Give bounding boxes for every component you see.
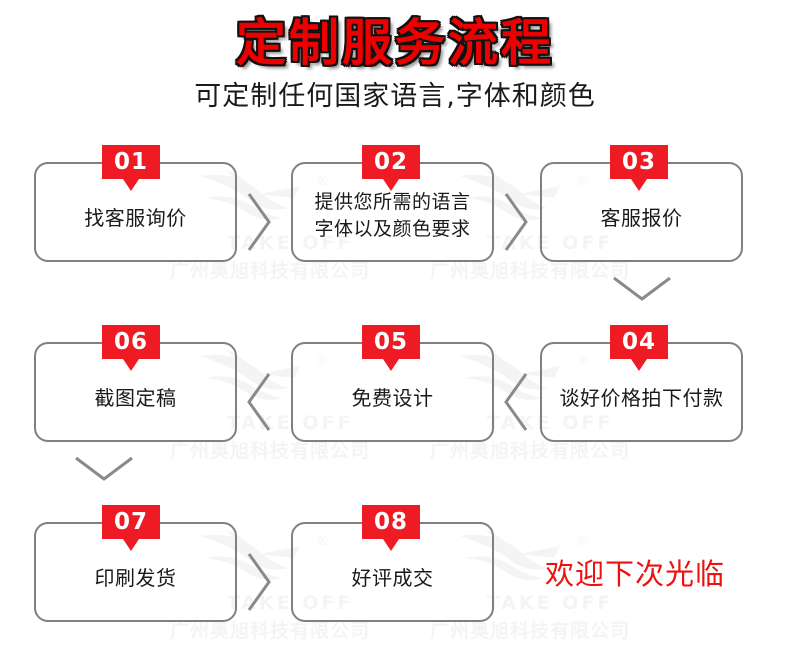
welcome-note: 欢迎下次光临 — [544, 557, 725, 591]
flow-step-05-label: 免费设计 — [351, 385, 434, 410]
flow-step-02-line-1: 提供您所需的语言 — [314, 191, 471, 213]
flow-step-01-number: 01 — [113, 149, 148, 175]
arrow-01-to-02-icon — [247, 193, 271, 251]
flow-step-01-label: 找客服询价 — [84, 205, 187, 230]
arrow-03-to-04-icon — [613, 276, 671, 301]
flow-step-06-label: 截图定稿 — [94, 385, 177, 410]
badge-tail-icon — [631, 359, 647, 371]
arrow-07-to-08-icon — [247, 553, 271, 611]
flow-step-03-number: 03 — [621, 149, 656, 175]
flow-step-07-label: 印刷发货 — [94, 565, 177, 590]
flow-step-05-number: 05 — [373, 329, 408, 355]
badge-tail-icon — [631, 179, 647, 191]
flow-step-02-label: 提供您所需的语言 字体以及颜色要求 — [293, 164, 492, 260]
flow-step-07[interactable]: 印刷发货 — [34, 522, 237, 622]
flow-step-05-badge: 05 — [362, 325, 420, 371]
flow-step-04-label: 谈好价格拍下付款 — [559, 385, 724, 410]
flow-step-08-label: 好评成交 — [351, 565, 434, 590]
flow-step-08-number: 08 — [373, 509, 408, 535]
flow-step-02-number: 02 — [373, 149, 408, 175]
flow-step-08-badge: 08 — [362, 505, 420, 551]
flow-step-06-number: 06 — [113, 329, 148, 355]
arrow-04-to-05-icon — [504, 373, 528, 431]
header: 定制服务流程 可定制任何国家语言,字体和颜色 — [0, 0, 790, 130]
flow-step-07-number: 07 — [113, 509, 148, 535]
flow-step-03-badge: 03 — [610, 145, 668, 191]
flow-step-04-badge: 04 — [610, 325, 668, 371]
flow-step-02-line-2: 字体以及颜色要求 — [314, 218, 471, 240]
flow-step-02-badge: 02 — [362, 145, 420, 191]
flow-step-01-badge: 01 — [102, 145, 160, 191]
arrow-02-to-03-icon — [504, 193, 528, 251]
flow-step-04[interactable]: 谈好价格拍下付款 — [540, 342, 743, 442]
flow-step-02[interactable]: 提供您所需的语言 字体以及颜色要求 — [291, 162, 494, 262]
badge-tail-icon — [123, 359, 139, 371]
registered-mark: ® — [576, 534, 589, 549]
arrow-06-to-07-icon — [75, 456, 133, 481]
flow-step-03-label: 客服报价 — [600, 205, 683, 230]
badge-tail-icon — [383, 359, 399, 371]
page-title: 定制服务流程 — [236, 14, 554, 72]
flow-step-06-badge: 06 — [102, 325, 160, 371]
badge-tail-icon — [383, 539, 399, 551]
page-subtitle: 可定制任何国家语言,字体和颜色 — [194, 81, 596, 112]
arrow-05-to-06-icon — [247, 373, 271, 431]
badge-tail-icon — [383, 179, 399, 191]
badge-tail-icon — [123, 539, 139, 551]
flow-step-04-number: 04 — [621, 329, 656, 355]
badge-tail-icon — [123, 179, 139, 191]
flow-step-07-badge: 07 — [102, 505, 160, 551]
